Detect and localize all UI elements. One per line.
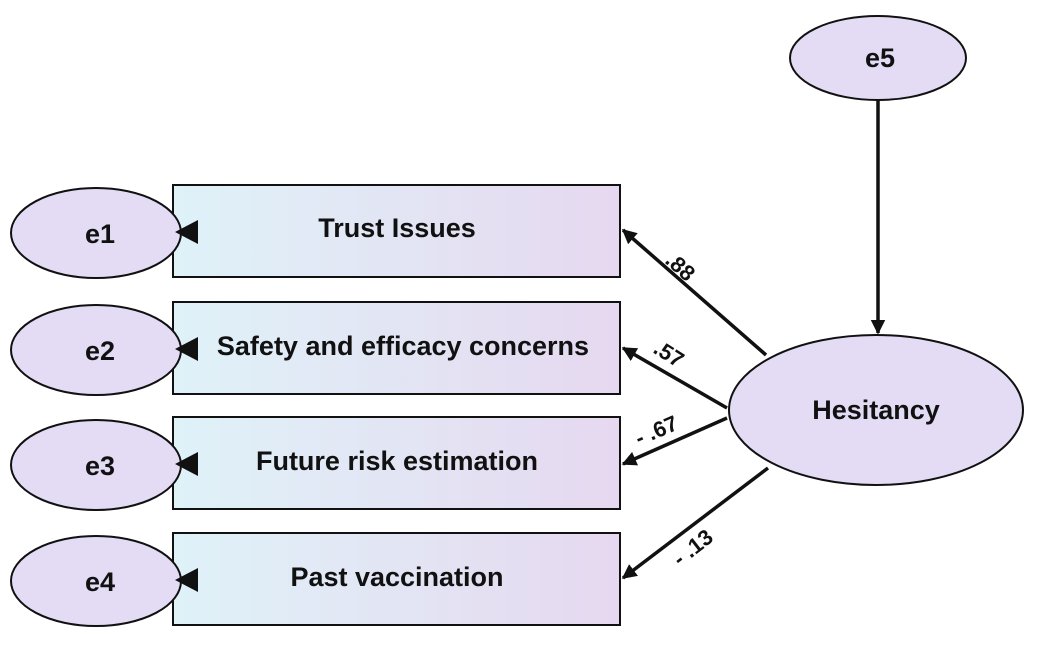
- error-label-e2: e2: [85, 336, 115, 366]
- indicator-box-safety: [172, 301, 621, 395]
- path-hesitancy-to-past-vaccination: [621, 466, 770, 580]
- error-label-e4: e4: [85, 567, 115, 597]
- loading-future-risk: - .67: [631, 410, 681, 450]
- error-arrowhead-e1: [175, 220, 198, 244]
- error-arrowhead-e3: [175, 452, 198, 476]
- path-hesitancy-to-safety: [621, 346, 728, 410]
- indicator-label-safety: Safety and efficacy concerns: [217, 331, 589, 361]
- latent-ellipse-hesitancy: [728, 334, 1024, 486]
- indicator-label-past-vaccination: Past vaccination: [290, 562, 503, 592]
- indicator-box-future-risk: [172, 416, 621, 510]
- latent-label-hesitancy: Hesitancy: [812, 395, 940, 425]
- error-arrowhead-e2: [175, 337, 198, 361]
- indicator-label-trust: Trust Issues: [318, 213, 476, 243]
- indicator-label-future-risk: Future risk estimation: [256, 446, 538, 476]
- loading-past-vaccination: - .13: [668, 524, 718, 571]
- error-arrowhead-e4: [175, 568, 198, 592]
- error-label-e1: e1: [85, 219, 115, 249]
- path-hesitancy-to-future-risk: [621, 416, 728, 466]
- path-hesitancy-to-trust: [621, 228, 768, 357]
- indicator-box-past-vaccination: [172, 532, 621, 626]
- error-label-e3: e3: [85, 451, 115, 481]
- indicator-box-trust: [172, 184, 621, 278]
- error-label-e5: e5: [865, 43, 895, 73]
- loading-trust: .88: [661, 247, 700, 286]
